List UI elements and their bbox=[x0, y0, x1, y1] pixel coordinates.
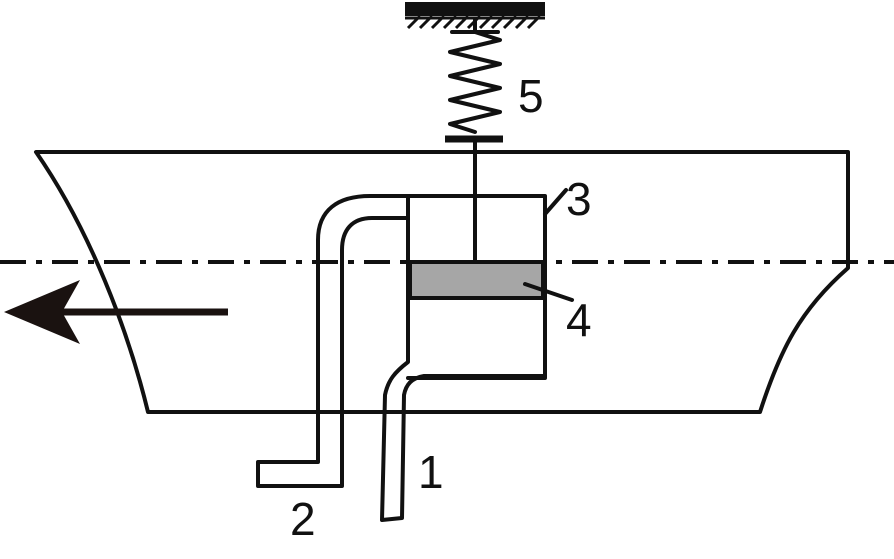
label-part-3: 3 bbox=[566, 173, 592, 225]
leader-line-3 bbox=[543, 188, 568, 216]
leader-line-4 bbox=[523, 282, 574, 302]
label-part-5: 5 bbox=[518, 70, 544, 122]
label-part-2: 2 bbox=[290, 493, 316, 545]
spring-icon bbox=[445, 18, 503, 264]
main-body-outline bbox=[34, 150, 850, 414]
element-4-block bbox=[408, 260, 545, 300]
label-part-4: 4 bbox=[566, 294, 592, 346]
arrow-left-icon bbox=[4, 280, 228, 344]
element-1-rod bbox=[380, 226, 547, 522]
element-2-bar bbox=[256, 194, 410, 488]
label-part-1: 1 bbox=[418, 446, 444, 498]
